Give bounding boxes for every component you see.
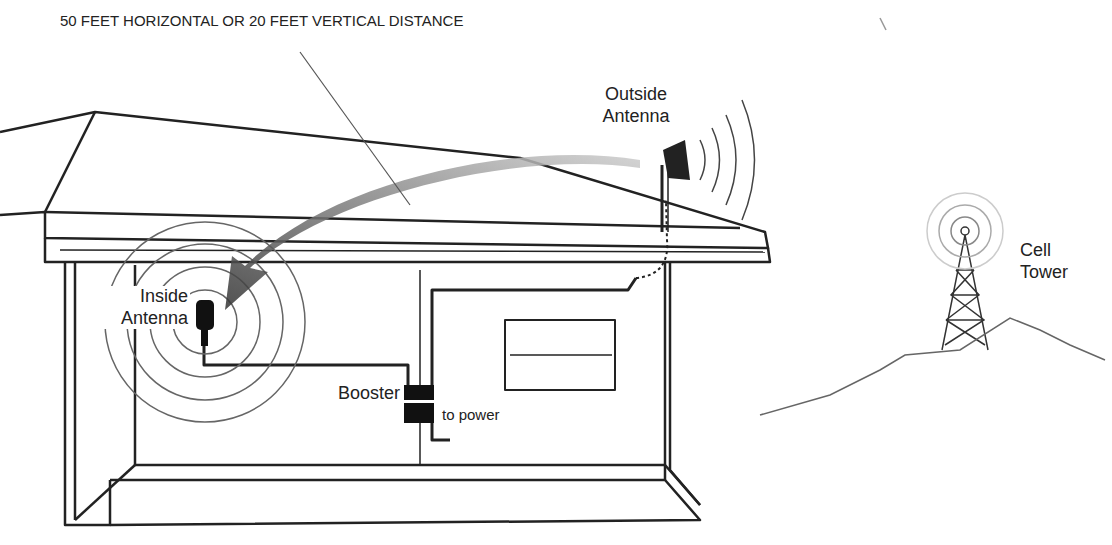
power-label: to power [440, 406, 534, 424]
outside-antenna-label: Outside Antenna [596, 84, 676, 127]
distance-note: 50 FEET HORIZONTAL OR 20 FEET VERTICAL D… [60, 12, 480, 30]
inside-antenna-label: Inside Antenna [104, 286, 190, 329]
booster-label: Booster [312, 383, 402, 405]
cell-tower-label: Cell Tower [1020, 240, 1080, 283]
